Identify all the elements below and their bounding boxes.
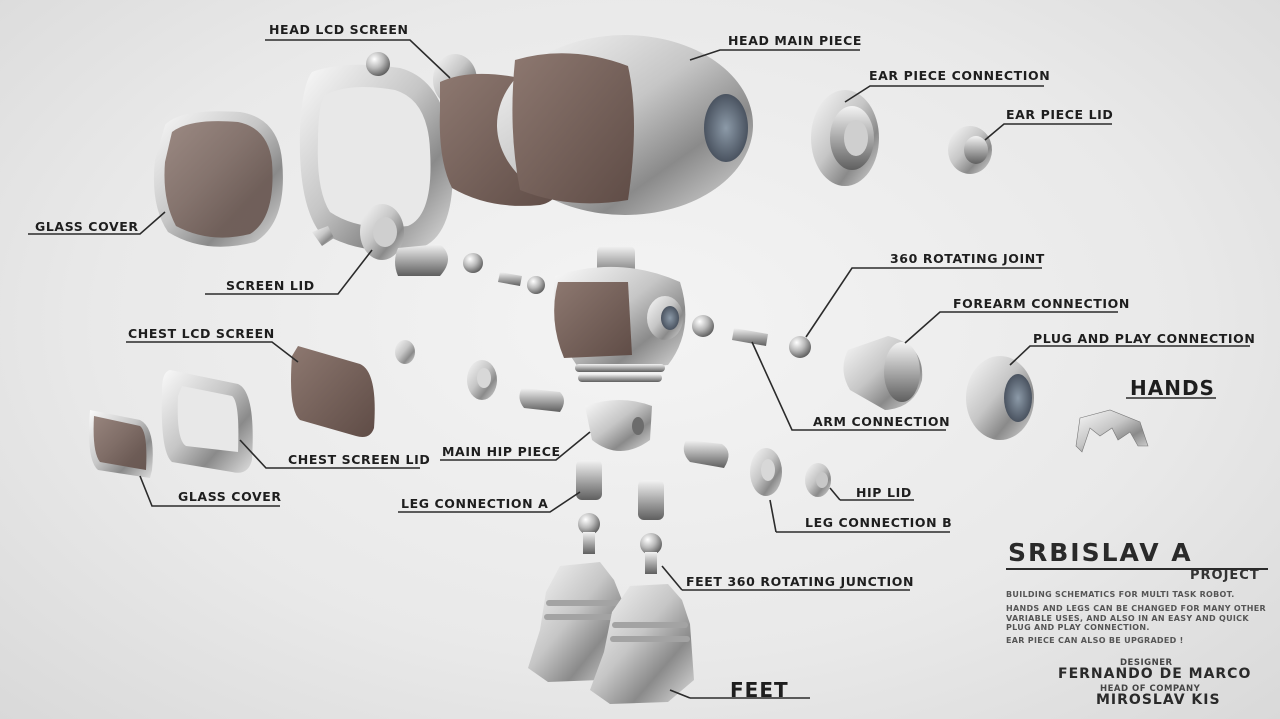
hip-lid-part xyxy=(805,463,831,497)
feet-stem-left-part xyxy=(583,532,595,554)
main-hip-piece-part xyxy=(585,400,652,451)
glass-cover-bottom-part xyxy=(89,410,153,478)
label-forearm-connection: FOREARM CONNECTION xyxy=(953,296,1130,311)
small-clip-part xyxy=(312,226,334,246)
project-description-2: HANDS AND LEGS CAN BE CHANGED FOR MANY O… xyxy=(1006,604,1266,632)
feet-stem-right-part xyxy=(645,552,657,574)
project-title: SRBISLAV A xyxy=(1008,538,1193,567)
label-head-main-piece: HEAD MAIN PIECE xyxy=(728,33,863,48)
forearm-connection-part xyxy=(843,336,923,410)
feet-ball-right-part xyxy=(640,533,662,555)
head-of-company-label: HEAD OF COMPANY xyxy=(1100,684,1201,694)
label-hip-lid: HIP LID xyxy=(856,485,912,500)
leg-connection-a-left-part xyxy=(576,460,602,500)
label-feet: FEET xyxy=(730,678,789,702)
label-feet-360-rotating-junction: FEET 360 ROTATING JUNCTION xyxy=(686,574,915,589)
arm-connection-part xyxy=(732,328,768,346)
label-head-lcd-screen: HEAD LCD SCREEN xyxy=(269,22,409,37)
label-leg-connection-a: LEG CONNECTION A xyxy=(401,496,549,511)
label-glass-cover-bottom: GLASS COVER xyxy=(178,489,282,504)
hand-part xyxy=(1075,409,1149,453)
label-leg-connection-b: LEG CONNECTION B xyxy=(805,515,953,530)
glass-cover-top-part xyxy=(153,111,283,247)
chest-lcd-screen-part xyxy=(291,346,375,437)
ear-piece-lid-part xyxy=(948,126,992,174)
screen-lid-part xyxy=(360,204,404,260)
project-description-3: EAR PIECE CAN ALSO BE UPGRADED ! xyxy=(1006,636,1184,645)
leg-connection-b-part xyxy=(750,448,782,496)
head-pin-part xyxy=(366,52,390,76)
neck-connector-part xyxy=(395,244,448,276)
ear-piece-connection-part xyxy=(811,90,879,186)
label-glass-cover-top: GLASS COVER xyxy=(35,219,139,234)
leader-lines xyxy=(28,39,1250,699)
chest-body-part xyxy=(553,266,686,382)
label-ear-piece-connection: EAR PIECE CONNECTION xyxy=(869,68,1051,83)
head-main-piece-part xyxy=(497,35,753,215)
label-chest-lcd-screen: CHEST LCD SCREEN xyxy=(128,326,275,341)
foot-right-part xyxy=(590,584,694,704)
label-arm-connection: ARM CONNECTION xyxy=(813,414,951,429)
label-screen-lid: SCREEN LID xyxy=(226,278,315,293)
head-of-company-name: MIROSLAV KIS xyxy=(1096,692,1221,708)
title-underline xyxy=(1006,568,1268,570)
designer-label: DESIGNER xyxy=(1120,658,1173,668)
hip-peg-right-part xyxy=(683,440,729,468)
arm-peg-part xyxy=(498,272,522,286)
chest-button-part xyxy=(395,340,415,364)
neck-ball-part xyxy=(463,253,483,273)
project-subtitle: PROJECT xyxy=(1190,568,1260,583)
arm-ball-part xyxy=(692,315,714,337)
head-lcd-frame-part xyxy=(299,64,453,251)
shoulder-ball-part xyxy=(527,276,545,294)
project-description-1: BUILDING SCHEMATICS FOR MULTI TASK ROBOT… xyxy=(1006,590,1235,599)
chest-screen-lid-part xyxy=(161,370,253,473)
hip-peg-left-part xyxy=(519,388,564,412)
feet-ball-left-part xyxy=(578,513,600,535)
rotating-joint-part xyxy=(789,336,811,358)
foot-left-part xyxy=(528,562,626,682)
hip-ring-left-part xyxy=(467,360,497,400)
label-plug-and-play-connection: PLUG AND PLAY CONNECTION xyxy=(1033,331,1256,346)
label-main-hip-piece: MAIN HIP PIECE xyxy=(442,444,561,459)
label-chest-screen-lid: CHEST SCREEN LID xyxy=(288,452,431,467)
leg-connection-a-right-part xyxy=(638,480,664,520)
plug-and-play-connection-part xyxy=(966,356,1034,440)
label-ear-piece-lid: EAR PIECE LID xyxy=(1006,107,1114,122)
label-360-rotating-joint: 360 ROTATING JOINT xyxy=(890,251,1045,266)
label-hands: HANDS xyxy=(1130,376,1215,400)
designer-name: FERNANDO DE MARCO xyxy=(1058,666,1252,682)
